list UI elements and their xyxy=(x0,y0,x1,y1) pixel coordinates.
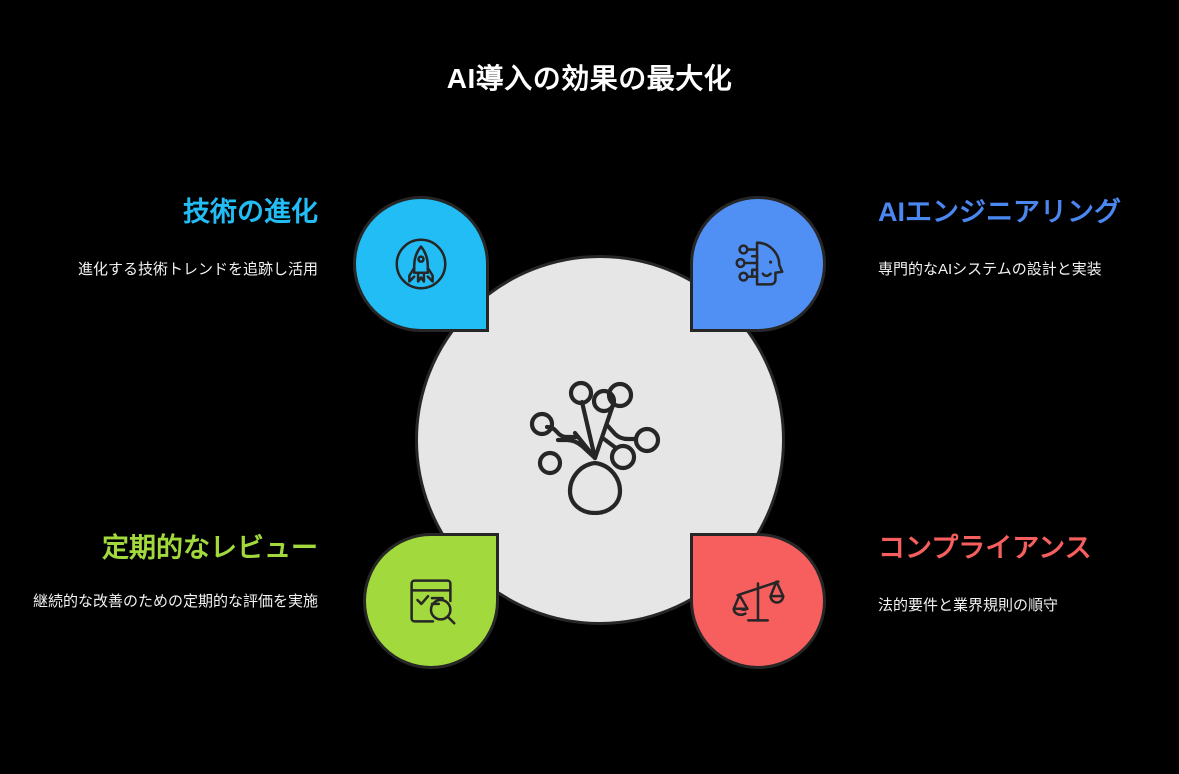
heading-ai-engineering: AIエンジニアリング xyxy=(878,197,1121,227)
page-title: AI導入の効果の最大化 xyxy=(446,63,733,94)
text-block-top-right: AIエンジニアリング 専門的なAIシステムの設計と実装 xyxy=(878,196,1178,281)
description-technology-evolution: 進化する技術トレンドを追跡し活用 xyxy=(77,260,318,278)
document-review-search-icon xyxy=(410,579,456,625)
text-block-bottom-right: コンプライアンス 法的要件と業界規則の順守 xyxy=(878,532,1178,617)
text-block-top-left: 技術の進化 進化する技術トレンドを追跡し活用 xyxy=(0,196,318,281)
description-compliance: 法的要件と業界規則の順守 xyxy=(878,596,1059,614)
heading-regular-review: 定期的なレビュー xyxy=(102,533,318,563)
scales-of-justice-icon xyxy=(732,580,785,622)
quadrant-blob-bottom-right[interactable] xyxy=(690,533,826,669)
heading-compliance: コンプライアンス xyxy=(878,533,1092,563)
text-block-bottom-left: 定期的なレビュー 継続的な改善のための定期的な評価を実施 xyxy=(0,532,318,613)
description-regular-review: 継続的な改善のための定期的な評価を実施 xyxy=(32,592,318,610)
ai-head-circuit-icon xyxy=(735,241,784,286)
heading-technology-evolution: 技術の進化 xyxy=(183,197,318,227)
rocket-icon xyxy=(395,238,447,290)
description-ai-engineering: 専門的なAIシステムの設計と実装 xyxy=(878,260,1102,278)
network-tree-icon xyxy=(529,380,661,515)
quadrant-blob-top-left[interactable] xyxy=(353,196,489,332)
quadrant-blob-bottom-left[interactable] xyxy=(363,533,499,669)
quadrant-blob-top-right[interactable] xyxy=(690,196,826,332)
